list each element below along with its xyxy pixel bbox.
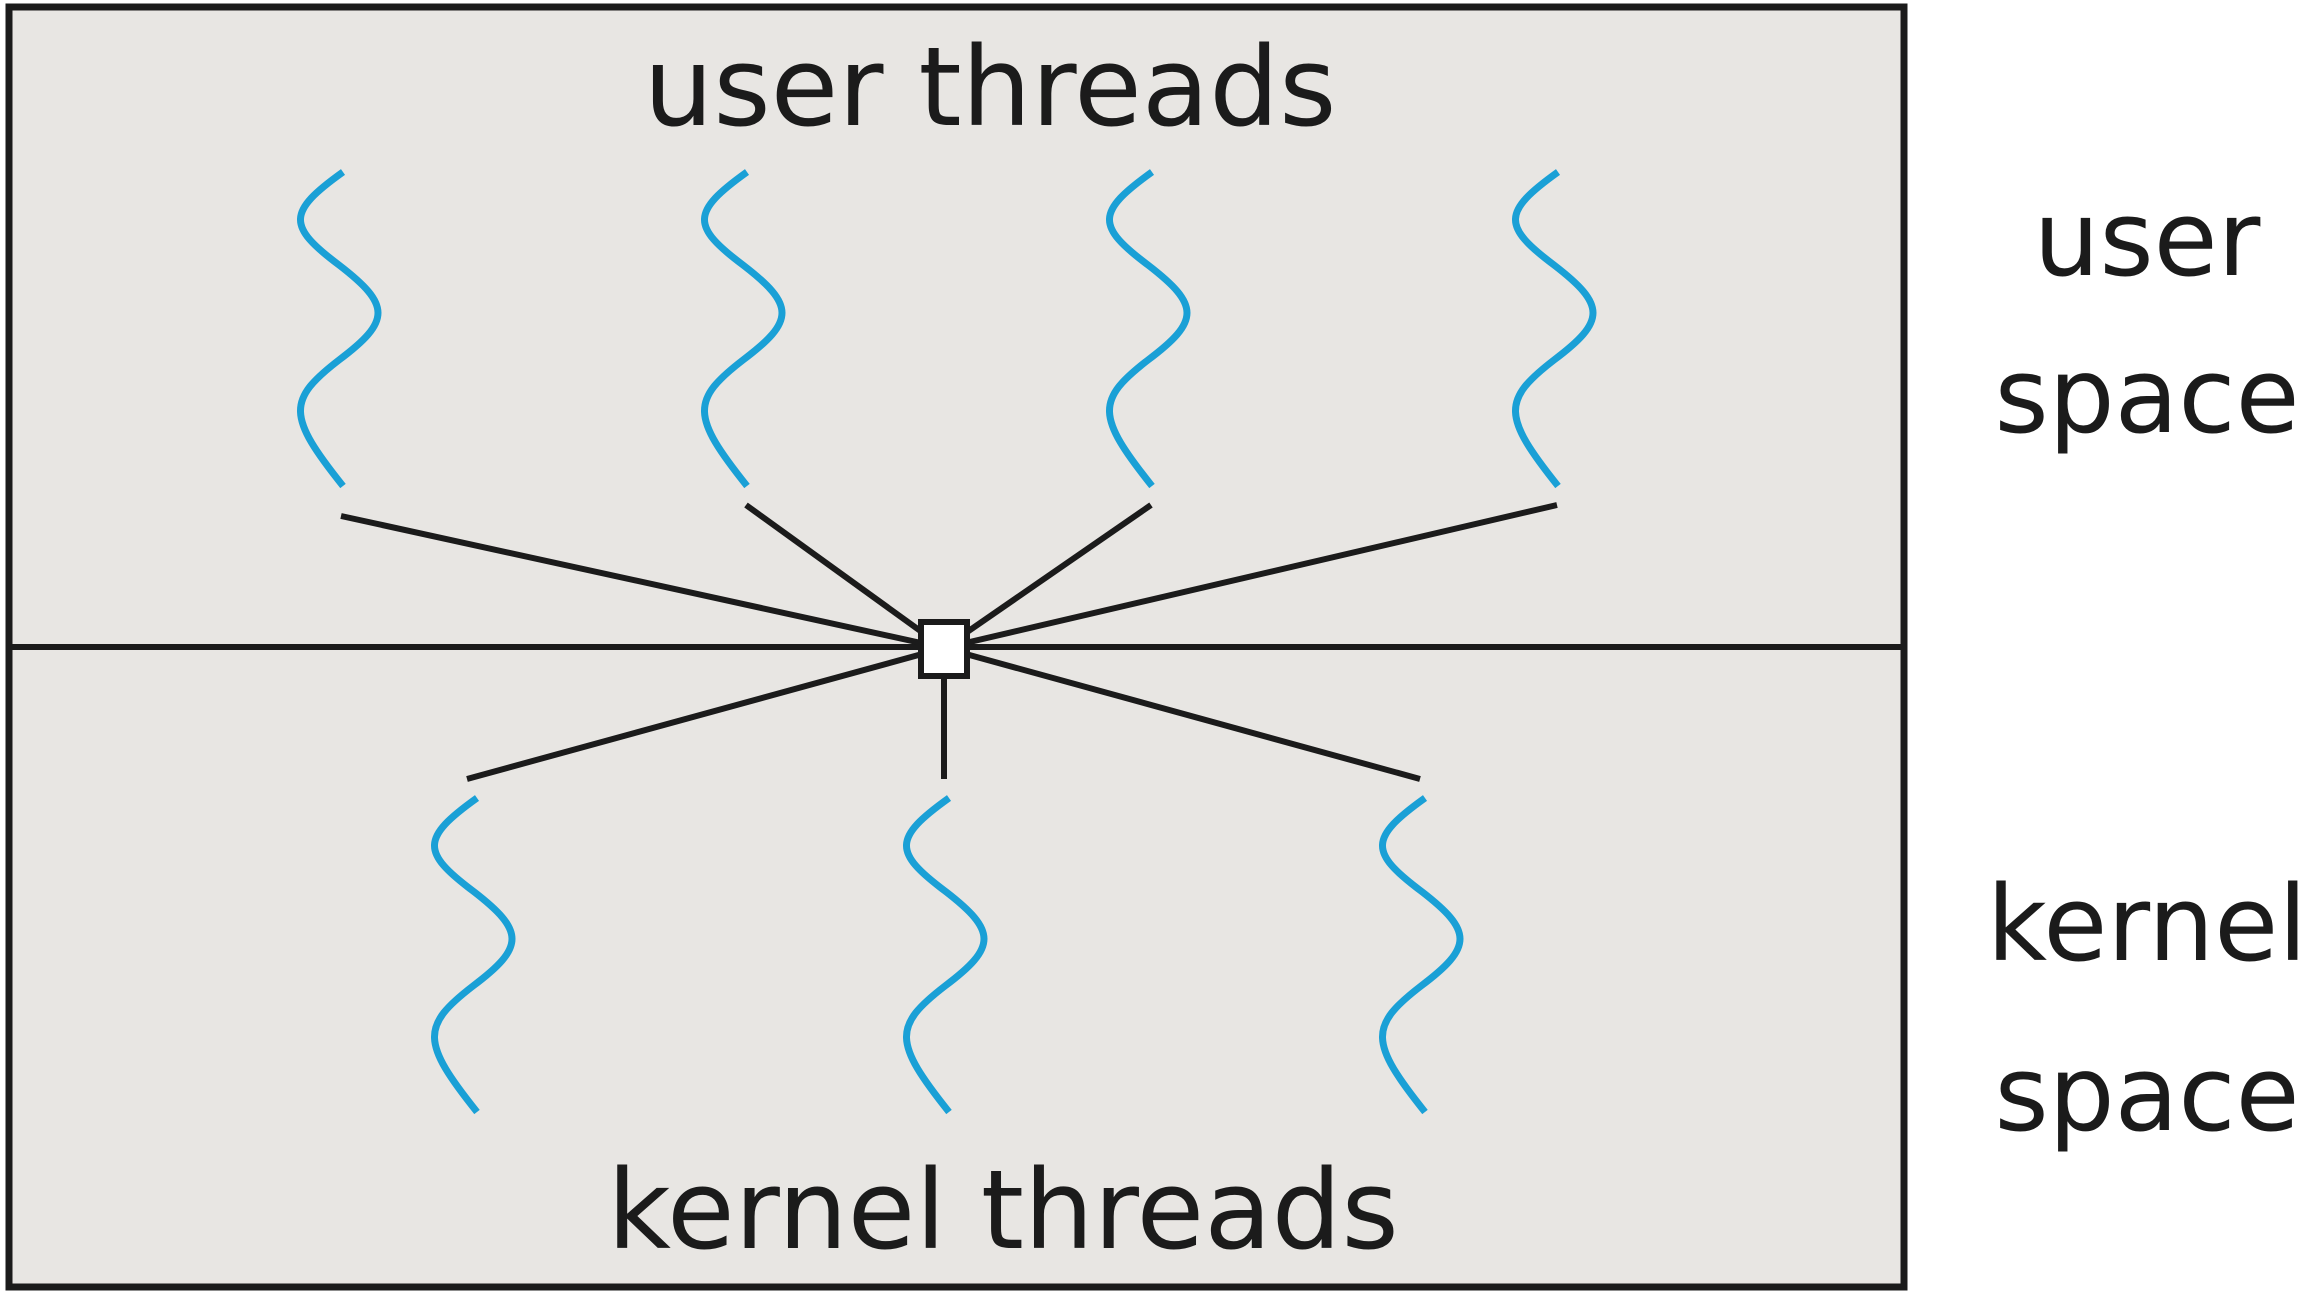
kernel-thread-2-icon bbox=[903, 795, 988, 1115]
kernel-space-label-line2: space bbox=[1994, 1033, 2299, 1155]
user-space-label-line1: user bbox=[2034, 178, 2261, 300]
kernel-thread-3-icon bbox=[1379, 795, 1464, 1115]
user-space-label-line2: space bbox=[1994, 335, 2299, 457]
mapping-hub-square bbox=[918, 619, 970, 679]
kernel-connector-3 bbox=[943, 645, 1421, 782]
user-thread-1-icon bbox=[297, 169, 382, 489]
kernel-space-label-line1: kernel bbox=[1987, 863, 2307, 985]
user-connector-3 bbox=[942, 502, 1153, 651]
user-thread-2-icon bbox=[701, 169, 786, 489]
kernel-connector-1 bbox=[466, 645, 945, 782]
kernel-threads-label: kernel threads bbox=[607, 1146, 1399, 1274]
user-connector-4 bbox=[943, 502, 1558, 651]
user-thread-4-icon bbox=[1512, 169, 1597, 489]
user-connector-1 bbox=[340, 513, 945, 651]
user-thread-3-icon bbox=[1106, 169, 1191, 489]
kernel-thread-1-icon bbox=[431, 795, 516, 1115]
user-threads-label: user threads bbox=[644, 23, 1337, 151]
user-connector-2 bbox=[744, 502, 946, 651]
